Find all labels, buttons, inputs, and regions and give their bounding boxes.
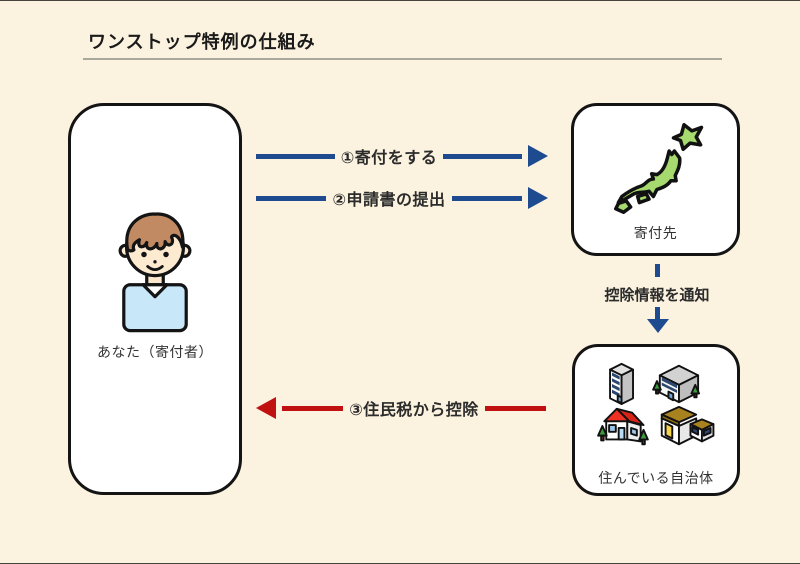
arrow-line <box>451 195 522 201</box>
arrow-notify-line <box>655 307 660 319</box>
buildings-icon <box>589 357 723 458</box>
arrow-apply: ②申請書の提出 <box>256 186 548 210</box>
japan-map-icon <box>595 116 717 219</box>
person-icon <box>103 204 207 343</box>
recipient-label: 寄付先 <box>633 225 678 241</box>
page-title: ワンストップ特例の仕組み <box>88 32 316 52</box>
arrow-notify-label: 控除情報を通知 <box>604 287 710 304</box>
arrowhead-right-icon <box>528 187 548 209</box>
node-municipality: 住んでいる自治体 <box>572 344 740 496</box>
arrow-deduct: ③住民税から控除 <box>256 396 546 420</box>
arrowhead-left-icon <box>256 397 276 419</box>
arrow-notify-line <box>655 264 660 277</box>
arrow-apply-label: ②申請書の提出 <box>332 192 446 209</box>
arrow-line <box>443 153 522 159</box>
arrow-donate: ①寄付をする <box>256 144 548 168</box>
donor-label: あなた（寄付者） <box>97 344 213 360</box>
arrow-line <box>256 153 335 159</box>
node-recipient: 寄付先 <box>571 103 740 256</box>
arrow-deduct-label: ③住民税から控除 <box>349 402 479 419</box>
arrow-line <box>256 195 327 201</box>
title-underline <box>83 58 722 60</box>
node-donor: あなた（寄付者） <box>68 103 242 495</box>
arrowhead-right-icon <box>528 145 548 167</box>
municipality-label: 住んでいる自治体 <box>598 470 714 486</box>
arrow-donate-label: ①寄付をする <box>340 150 438 167</box>
arrow-line <box>484 405 546 411</box>
arrow-line <box>282 405 344 411</box>
arrowhead-down-icon <box>647 319 669 333</box>
